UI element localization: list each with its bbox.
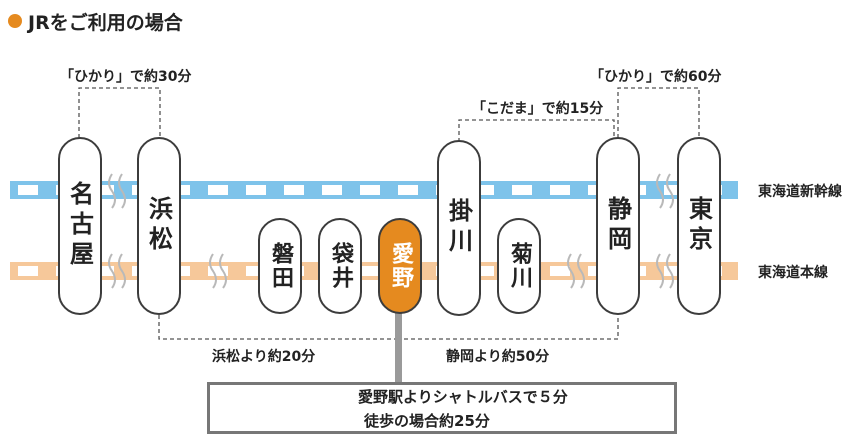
track-tie [664, 266, 684, 276]
station-fukuroi: 袋井 [318, 218, 362, 314]
track-tie [474, 266, 494, 276]
track-tie [512, 185, 532, 195]
station-name: 菊川 [507, 242, 532, 290]
station-kakegawa: 掛川 [437, 140, 481, 316]
station-nagoya: 名古屋 [58, 137, 102, 315]
track-tie [360, 266, 380, 276]
bullet-dot-icon [8, 14, 22, 28]
station-name: 名古屋 [65, 181, 94, 271]
track-tie [208, 185, 228, 195]
bus-info-line1: 愛野駅よりシャトルバスで５分 [358, 388, 568, 406]
bus-connector [395, 312, 402, 384]
label-honsen: 東海道本線 [758, 265, 828, 281]
track-tie [360, 185, 380, 195]
track-tie [474, 185, 494, 195]
heading-text: JRをご利用の場合 [28, 11, 183, 34]
station-name: 静岡 [603, 196, 632, 256]
track-tie [550, 266, 570, 276]
station-hamamatsu: 浜松 [137, 137, 181, 315]
caption-from-hamamatsu: 浜松より約20分 [212, 349, 316, 365]
shuttle-bus-box [207, 382, 677, 434]
track-tie [208, 266, 228, 276]
track-tie [322, 185, 342, 195]
track-tie [18, 185, 38, 195]
station-kikugawa: 菊川 [497, 218, 541, 314]
station-name: 愛野 [388, 242, 413, 290]
bus-info-line2: 徒歩の場合約25分 [364, 412, 490, 430]
station-name: 磐田 [268, 242, 293, 290]
caption-hikari-nagoya: 「ひかり」で約30分 [60, 69, 192, 85]
station-aino: 愛野 [378, 218, 422, 314]
station-shizuoka: 静岡 [596, 137, 640, 315]
station-name: 掛川 [444, 198, 473, 258]
track-tie [284, 185, 304, 195]
track-tie [94, 266, 114, 276]
section-heading: JRをご利用の場合 [8, 8, 183, 34]
caption-from-shizuoka: 静岡より約50分 [446, 349, 550, 365]
label-shinkansen: 東海道新幹線 [758, 184, 842, 200]
station-name: 袋井 [328, 242, 353, 290]
track-tie [94, 185, 114, 195]
caption-kodama: 「こだま」で約15分 [472, 101, 604, 117]
station-name: 東京 [684, 196, 713, 256]
track-tie [18, 266, 38, 276]
track-tie [398, 185, 418, 195]
track-tie [246, 266, 266, 276]
track-tie [550, 185, 570, 195]
station-iwata: 磐田 [258, 218, 302, 314]
track-tie [664, 185, 684, 195]
station-tokyo: 東京 [677, 137, 721, 315]
station-name: 浜松 [144, 196, 173, 256]
track-tie [246, 185, 266, 195]
line-break-marks [108, 173, 674, 289]
caption-hikari-tokyo: 「ひかり」で約60分 [590, 69, 722, 85]
